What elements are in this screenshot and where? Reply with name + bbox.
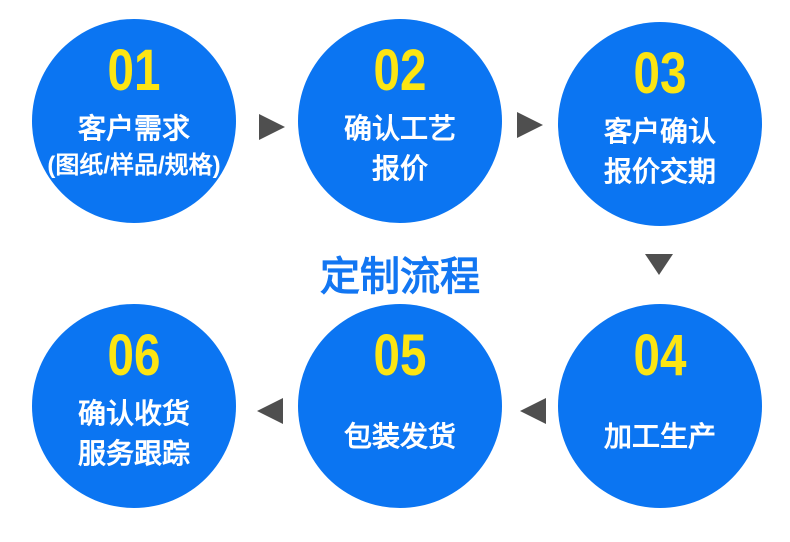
step-number-04: 04 [633, 323, 687, 388]
step-circle-02: 02 确认工艺 报价 [298, 19, 502, 223]
step-labels-05: 包装发货 [298, 417, 502, 457]
step-label: 加工生产 [603, 421, 716, 452]
arrow-left-icon [520, 398, 546, 424]
step-sublabel: 服务跟踪 [77, 437, 190, 469]
step-sublabel: (图纸/样品/规格) [47, 151, 221, 179]
step-number-03: 03 [633, 41, 687, 106]
step-labels-01: 客户需求 (图纸/样品/规格) [32, 109, 236, 183]
arrow-down-icon [645, 254, 673, 275]
arrow-right-icon [517, 112, 543, 138]
step-label: 客户需求 [77, 113, 190, 144]
diagram-title: 定制流程 [320, 255, 480, 299]
step-number-06: 06 [107, 323, 161, 388]
step-labels-04: 加工生产 [558, 417, 762, 457]
arrow-right-icon [259, 114, 285, 140]
step-label: 确认工艺 [343, 113, 456, 144]
step-number-02: 02 [373, 38, 427, 103]
step-label: 确认收货 [77, 398, 190, 429]
step-labels-03: 客户确认 报价交期 [558, 112, 762, 192]
arrow-left-icon [257, 398, 283, 424]
step-label: 包装发货 [343, 421, 456, 452]
step-labels-02: 确认工艺 报价 [298, 109, 502, 189]
step-number-05: 05 [373, 323, 427, 388]
step-number-01: 01 [107, 38, 161, 103]
step-circle-01: 01 客户需求 (图纸/样品/规格) [32, 19, 236, 223]
step-sublabel: 报价交期 [603, 155, 716, 187]
step-circle-04: 04 加工生产 [558, 304, 762, 508]
step-circle-05: 05 包装发货 [298, 304, 502, 508]
step-sublabel: 报价 [371, 152, 428, 184]
step-label: 客户确认 [603, 116, 716, 147]
step-circle-03: 03 客户确认 报价交期 [558, 22, 762, 226]
step-circle-06: 06 确认收货 服务跟踪 [32, 304, 236, 508]
step-labels-06: 确认收货 服务跟踪 [32, 394, 236, 474]
